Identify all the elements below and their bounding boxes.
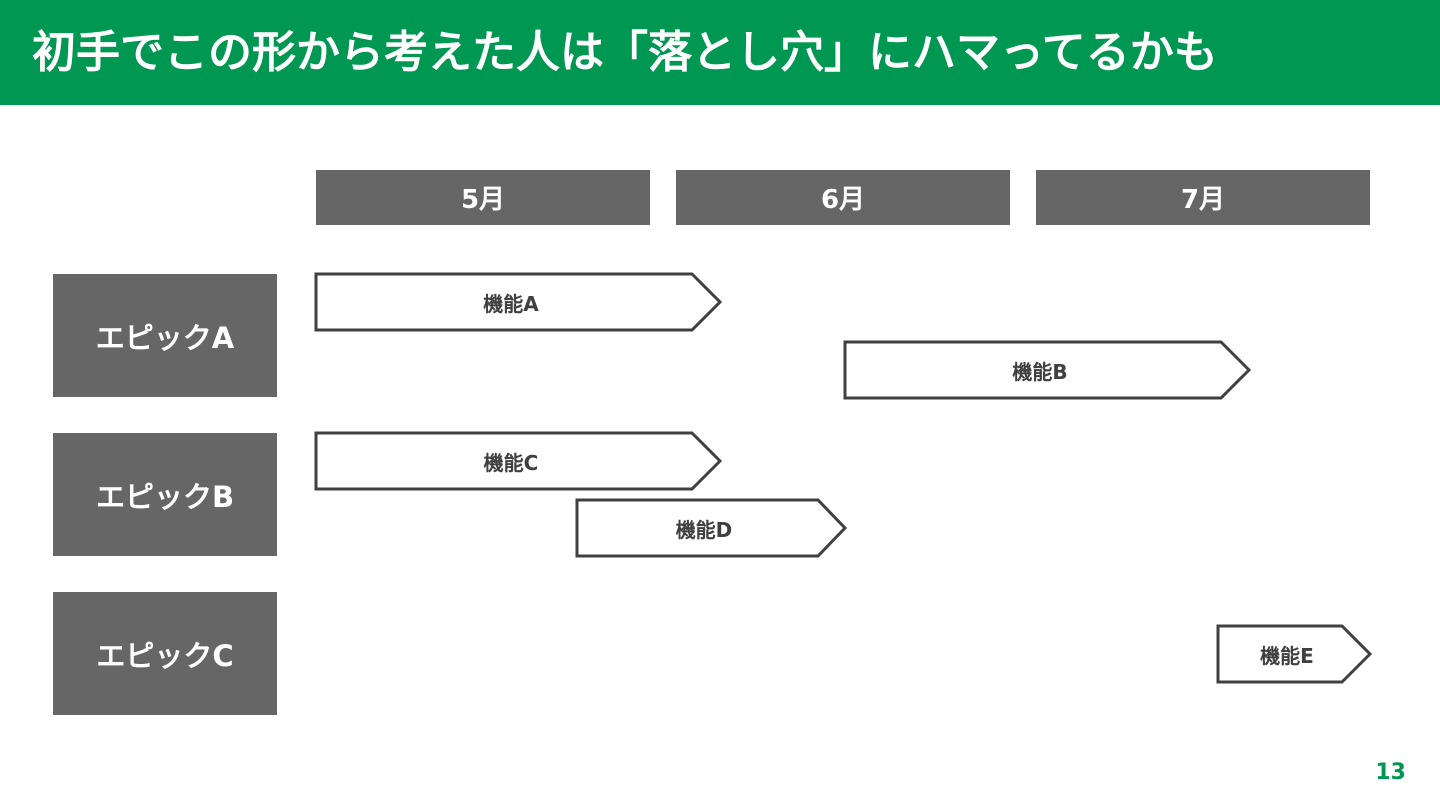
feature-b-label: 機能B <box>1012 359 1068 384</box>
feature-d-label: 機能D <box>675 517 733 542</box>
month-header-july: 7月 <box>1036 170 1370 225</box>
slide-title: 初手でこの形から考えた人は「落とし穴」にハマってるかも <box>32 27 1218 78</box>
feature-b-arrow: 機能B <box>843 340 1252 400</box>
epic-a-label: エピックA <box>53 274 277 397</box>
epic-c-label: エピックC <box>53 592 277 715</box>
feature-a-label: 機能A <box>483 291 539 316</box>
epic-b-label: エピックB <box>53 433 277 556</box>
feature-d-arrow-shape <box>575 498 848 558</box>
feature-c-arrow: 機能C <box>314 431 723 491</box>
feature-e-label: 機能E <box>1260 643 1314 668</box>
feature-b-arrow-shape <box>843 340 1252 400</box>
feature-a-arrow-shape <box>314 272 723 332</box>
feature-c-arrow-shape <box>314 431 723 491</box>
feature-c-label: 機能C <box>483 450 539 475</box>
month-header-may: 5月 <box>316 170 650 225</box>
feature-a-arrow: 機能A <box>314 272 723 332</box>
feature-e-arrow: 機能E <box>1216 624 1373 684</box>
title-bar: 初手でこの形から考えた人は「落とし穴」にハマってるかも <box>0 0 1440 105</box>
page-number: 13 <box>1375 760 1406 785</box>
feature-e-arrow-shape <box>1216 624 1373 684</box>
month-header-june: 6月 <box>676 170 1010 225</box>
feature-d-arrow: 機能D <box>575 498 848 558</box>
